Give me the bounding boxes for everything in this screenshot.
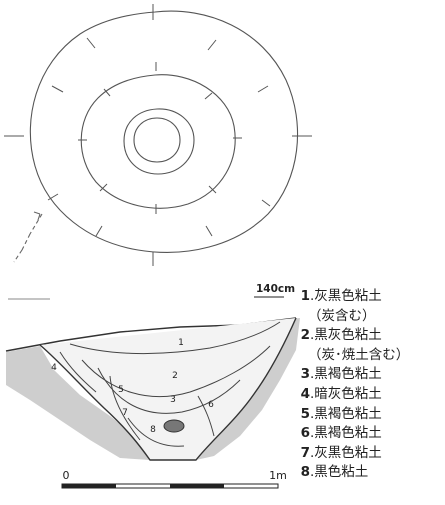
- legend-num: 1: [300, 288, 310, 304]
- section-num-1: 1: [178, 338, 184, 348]
- depth-label: 140cm: [256, 283, 296, 295]
- legend-text: .暗灰色粘土: [310, 385, 382, 402]
- legend-row-7: 7.灰黒色粘土: [296, 444, 409, 464]
- layer-legend: 1.灰黒色粘土 （炭含む） 2.黒灰色粘土 （炭･焼土含む） 3.黒褐色粘土 4…: [296, 287, 410, 483]
- legend-cont: （炭･焼土含む）: [308, 346, 410, 363]
- legend-row-8: 8.黒色粘土: [296, 463, 409, 483]
- section-view: 1 2 3 4 5 6 7 8 0 1m: [5, 296, 300, 489]
- section-num-3: 3: [170, 395, 176, 405]
- section-num-5: 5: [118, 385, 124, 395]
- plan-outer-contour: [29, 10, 299, 253]
- legend-cont: （炭含む）: [308, 307, 376, 324]
- legend-row-2: 2.黒灰色粘土: [296, 326, 409, 346]
- section-num-7: 7: [122, 408, 128, 418]
- plan-view: [4, 4, 312, 266]
- section-num-8: 8: [150, 425, 156, 435]
- legend-num: 6: [300, 425, 310, 442]
- legend-text: .灰黒色粘土: [310, 288, 382, 304]
- scale-end-label: 1m: [269, 469, 287, 482]
- legend-num: 7: [300, 444, 310, 461]
- scale-start-label: 0: [63, 469, 70, 482]
- legend-text: .黒褐色粘土: [310, 405, 382, 422]
- legend-row-6: 6.黒褐色粘土: [296, 424, 409, 444]
- legend-num: 2: [300, 327, 310, 344]
- legend-text: .黒灰色粘土: [310, 327, 382, 344]
- legend-text: .黒色粘土: [310, 464, 369, 481]
- section-num-6: 6: [208, 400, 214, 410]
- plan-tick-marks: [4, 4, 312, 266]
- legend-row-3: 3.黒褐色粘土: [296, 365, 409, 385]
- section-line-marker: [13, 213, 43, 263]
- legend-row-4: 4.暗灰色粘土: [296, 385, 409, 405]
- legend-num: 4: [300, 385, 310, 402]
- legend-row-1: 1.灰黒色粘土: [296, 287, 409, 307]
- legend-text: .黒褐色粘土: [310, 425, 382, 442]
- plan-second-contour: [80, 74, 236, 209]
- legend-text: .黒褐色粘土: [310, 366, 382, 383]
- soil-hatch-left: [6, 346, 150, 460]
- layer-8-nodule: [163, 419, 185, 433]
- legend-row-2-cont: （炭･焼土含む）: [296, 346, 409, 366]
- legend-text: .灰黒色粘土: [310, 444, 382, 461]
- legend-num: 3: [300, 366, 310, 383]
- scale-bar: 0 1m: [61, 469, 287, 489]
- pit-outline: [39, 317, 297, 461]
- section-num-4: 4: [51, 363, 57, 373]
- section-line-arrow: [33, 211, 41, 221]
- plan-third-contour: [123, 108, 195, 175]
- legend-num: 5: [300, 405, 310, 422]
- legend-row-5: 5.黒褐色粘土: [296, 405, 409, 425]
- layer-boundaries: [59, 321, 281, 447]
- legend-row-1-cont: （炭含む）: [296, 307, 409, 327]
- plan-inner-contour: [133, 117, 181, 163]
- legend-num: 8: [300, 464, 310, 481]
- section-num-2: 2: [172, 371, 178, 381]
